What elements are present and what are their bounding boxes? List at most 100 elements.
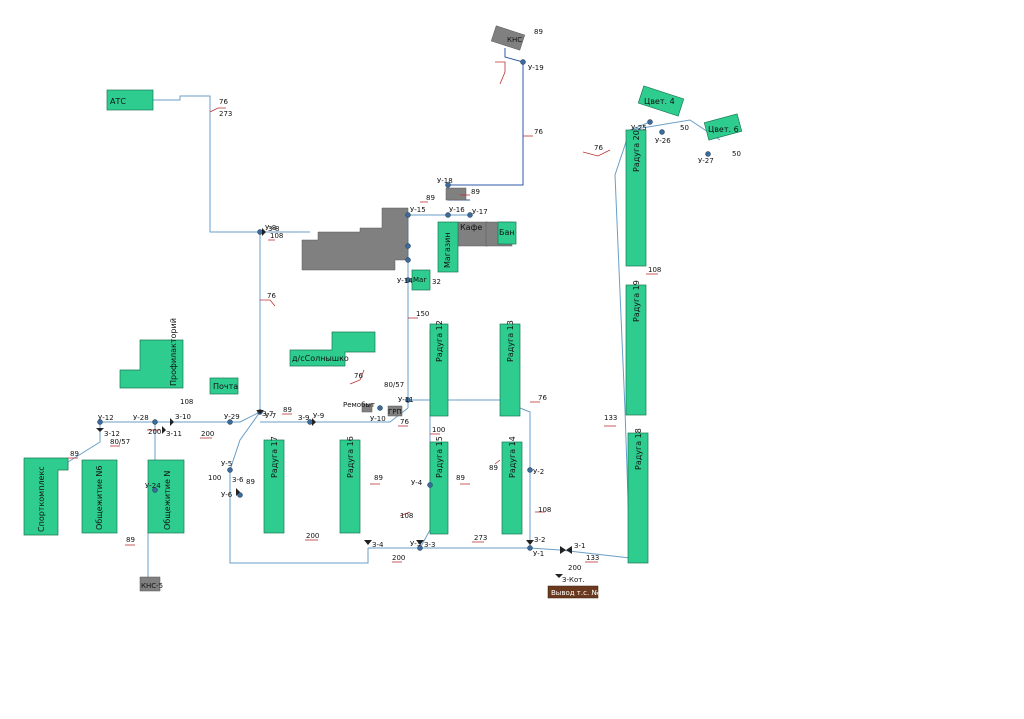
node-u2 xyxy=(527,467,533,473)
tag-label-u18: 89 xyxy=(471,188,480,196)
tag-label-tsvet6: 50 xyxy=(732,150,741,158)
tag-label-ats-2: 273 xyxy=(219,110,232,118)
node-u8 xyxy=(257,229,263,235)
tag-label-r3: 100 xyxy=(432,426,445,434)
valve-z12 xyxy=(96,428,104,432)
label-raduga-13: Радуга 13 xyxy=(506,320,515,362)
label-u29: У-29 xyxy=(224,413,240,421)
label-grp: ГРП xyxy=(388,408,402,416)
tag-label-kot: 200 xyxy=(568,564,581,572)
building-mag xyxy=(411,269,431,291)
pipe-bottom-main xyxy=(368,547,631,559)
label-vyvod: Вывод т.с. №1 xyxy=(551,589,603,597)
label-raduga-17: Радуга 17 xyxy=(270,436,279,478)
label-obshchezhitie-n: Общежитие N xyxy=(163,471,172,530)
label-obshchezhitie-n6: Общежитие N6 xyxy=(95,466,104,531)
label-z12: З-12 xyxy=(104,430,120,438)
tag-label-mag: 32 xyxy=(432,278,441,286)
tag-label-u7: 89 xyxy=(283,406,292,414)
label-z8: З-8 xyxy=(268,225,279,233)
valves xyxy=(96,228,572,578)
valve-z1 xyxy=(560,546,566,554)
building-obshchezhitie-n xyxy=(147,459,185,534)
pipe-tag-labels: 76 273 76 76 80/57 150 100 76 89 89 89 1… xyxy=(70,28,741,572)
label-z2: З-2 xyxy=(534,536,545,544)
label-bank: Бан xyxy=(499,228,515,237)
tag-dk xyxy=(349,369,365,385)
label-z3: З-3 xyxy=(424,541,435,549)
valve-zkot xyxy=(555,574,563,578)
valve-z6 xyxy=(236,488,240,496)
tag-label-knc-mid: 76 xyxy=(534,128,543,136)
label-profilaktoriy: Профилакторий xyxy=(169,318,178,386)
label-ats: АТС xyxy=(110,97,126,106)
valve-z7 xyxy=(256,410,264,414)
label-u1: У-1 xyxy=(533,550,544,558)
label-u6: У-6 xyxy=(221,491,233,499)
tag-label-w2: 200 xyxy=(148,428,161,436)
label-u2: У-2 xyxy=(533,468,544,476)
label-u16: У-16 xyxy=(449,206,465,214)
building-knc xyxy=(490,25,526,51)
label-raduga-14: Радуга 14 xyxy=(508,436,517,478)
building-raduga-12 xyxy=(429,323,449,417)
building-sportkompleks xyxy=(23,457,69,536)
building-knc5 xyxy=(139,576,161,592)
label-z6: З-6 xyxy=(232,476,244,484)
label-z11: З-11 xyxy=(166,430,182,438)
label-z9: З-9 xyxy=(298,414,309,422)
building-vyvod xyxy=(547,585,599,599)
building-dk-solnyshko xyxy=(289,331,376,367)
label-z7: З-7 xyxy=(262,410,273,418)
pipe-r12 xyxy=(419,330,431,549)
building-raduga-17 xyxy=(263,439,285,534)
node-u11 xyxy=(405,397,411,403)
label-magazin: Магазин xyxy=(443,232,452,268)
valve-z8 xyxy=(262,228,266,236)
tag-r7 xyxy=(494,459,501,465)
label-raduga-16: Радуга 16 xyxy=(346,436,355,478)
label-knc: КНС xyxy=(507,36,522,44)
label-remont: Ремобыт xyxy=(343,401,375,409)
label-u18: У-18 xyxy=(437,177,453,185)
node-u25 xyxy=(647,119,653,125)
tag-label-r6: 89 xyxy=(456,474,465,482)
valve-z11 xyxy=(162,426,166,434)
tag-ats xyxy=(209,107,226,113)
label-tsvet4: Цвет. 4 xyxy=(644,97,675,106)
node-u6 xyxy=(237,492,243,498)
tag-label-r5: 89 xyxy=(374,474,383,482)
label-z10: З-10 xyxy=(175,413,191,421)
tag-label-r12: 273 xyxy=(474,534,487,542)
tag-label-r7: 89 xyxy=(489,464,498,472)
label-pochta: Почта xyxy=(213,382,238,391)
label-raduga-18: Радуга 18 xyxy=(634,428,643,470)
node-u4 xyxy=(427,482,433,488)
building-raduga-18 xyxy=(627,432,649,564)
label-u5: У-5 xyxy=(221,460,232,468)
tag-label-r13: 133 xyxy=(586,554,599,562)
node-u24 xyxy=(152,487,158,493)
label-u28: У-28 xyxy=(133,414,149,422)
building-ats xyxy=(106,89,154,111)
label-kafe: Кафе xyxy=(460,223,482,232)
label-u17: У-17 xyxy=(472,208,488,216)
tag-label-grp: 80/57 xyxy=(384,381,404,389)
tag-label-r9: 108 xyxy=(400,512,413,520)
label-u25: У-25 xyxy=(631,124,647,132)
label-u24: У-24 xyxy=(145,482,161,490)
tag-label-pochta: 108 xyxy=(180,398,193,406)
tag-label-r16: 76 xyxy=(594,144,603,152)
label-raduga-12: Радуга 12 xyxy=(435,320,444,362)
node-u27 xyxy=(705,151,711,157)
pipe-tags xyxy=(68,61,658,563)
tag-label-ats-1: 76 xyxy=(219,98,228,106)
tag-label-grp2: 76 xyxy=(400,418,409,426)
node-u5 xyxy=(227,467,233,473)
tag-label-r14: 133 xyxy=(604,414,617,422)
node-u3 xyxy=(417,545,423,551)
tag-label-u6: 89 xyxy=(246,478,255,486)
green-buildings xyxy=(23,85,743,564)
label-u4: У-4 xyxy=(411,479,423,487)
